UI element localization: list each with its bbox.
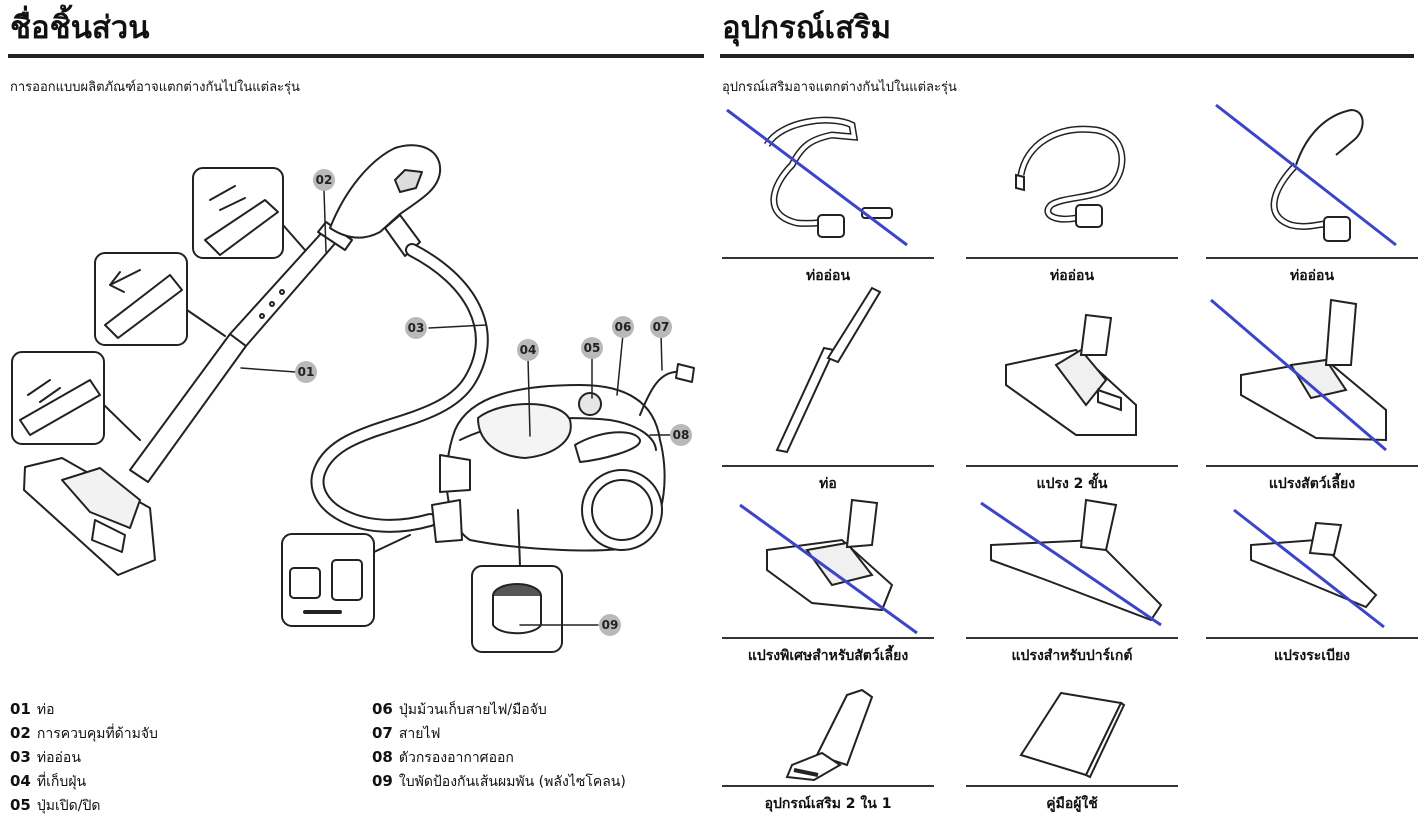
accessory-hose-with-handle-control: ท่ออ่อน: [1206, 103, 1418, 284]
hose-with-handle-control-icon: [1215, 103, 1397, 247]
accessory-label: แปรงสัตว์เลี้ยง: [1268, 476, 1356, 492]
accessory-label: คู่มือผู้ใช้: [1046, 796, 1098, 812]
accessory-hose: ท่ออ่อน: [966, 105, 1178, 284]
parts-title-rule: [8, 54, 704, 58]
telescopic-wand-drawing: [129, 221, 353, 483]
callout-05: 05: [581, 337, 603, 359]
callout-03: 03: [405, 317, 427, 339]
svg-text:01: 01: [298, 365, 315, 379]
svg-text:07: 07: [653, 320, 670, 334]
deck-brush-icon: [1233, 508, 1385, 629]
svg-text:05: 05: [584, 341, 601, 355]
accessory-parquet-brush: แปรงสำหรับปาร์เกต์: [966, 485, 1178, 664]
telescopic-pipe-icon: [775, 286, 882, 454]
accessory-label: อุปกรณ์เสริม 2 ใน 1: [764, 796, 892, 812]
accessory-label: ท่ออ่อน: [1289, 268, 1335, 284]
user-manual-icon: [1019, 691, 1126, 779]
accessory-pipe: ท่อ: [722, 286, 934, 492]
hose-with-remote-icon: [726, 108, 908, 247]
accessory-label: ท่ออ่อน: [1049, 268, 1095, 284]
accessories-note: อุปกรณ์เสริมอาจแตกต่างกันไปในแต่ละรุ่น: [722, 80, 957, 95]
svg-text:08: 08: [673, 428, 690, 442]
svg-text:09: 09: [602, 618, 619, 632]
parquet-brush-icon: [980, 498, 1163, 627]
accessories-title: อุปกรณ์เสริม: [722, 10, 892, 46]
accessory-label: ท่อ: [819, 476, 837, 492]
accessory-hose-with-remote: ท่ออ่อน: [722, 105, 934, 284]
special-pet-brush-icon: [739, 498, 918, 635]
floor-nozzle-drawing: [23, 457, 156, 576]
accessory-deck-brush: แปรงระเบียง: [1206, 485, 1418, 664]
callout-06: 06: [612, 316, 634, 338]
inset-handle-control-detail: [192, 167, 306, 259]
callout-07: 07: [650, 316, 672, 338]
accessory-special-pet-brush: แปรงพิเศษสำหรับสัตว์เลี้ยง: [722, 485, 934, 664]
parts-note: การออกแบบผลิตภัณฑ์อาจแตกต่างกันไปในแต่ละ…: [10, 80, 300, 95]
pet-brush-icon: [1210, 298, 1387, 452]
svg-text:06: 06: [615, 320, 632, 334]
vacuum-cleaner-diagram: 01 02 03 04 05 06 07 08 09: [11, 144, 695, 653]
inset-cyclone-impeller-detail: [471, 509, 563, 653]
callout-08: 08: [670, 424, 692, 446]
inset-wand-lock-detail: [94, 252, 226, 346]
svg-text:02: 02: [316, 173, 333, 187]
callout-02: 02: [313, 169, 335, 191]
callout-09: 09: [599, 614, 621, 636]
accessory-pet-brush: แปรงสัตว์เลี้ยง: [1206, 298, 1418, 492]
inset-hose-connect-detail: [281, 533, 411, 627]
accessory-two-in-one-tool: อุปกรณ์เสริม 2 ใน 1: [722, 635, 934, 812]
power-cord-drawing: [639, 370, 681, 416]
accessory-label: ท่ออ่อน: [805, 268, 851, 284]
accessory-two-step-brush: แปรง 2 ขั้น: [966, 310, 1178, 492]
callout-01: 01: [295, 361, 317, 383]
vacuum-body-drawing: [431, 384, 666, 552]
inset-nozzle-connect-detail: [11, 351, 141, 445]
hose-icon: [1015, 125, 1126, 228]
parts-title: ชื่อชิ้นส่วน: [10, 10, 150, 46]
accessory-label: แปรงระเบียง: [1273, 648, 1350, 664]
callout-04: 04: [517, 339, 539, 361]
accessory-label: แปรงสำหรับปาร์เกต์: [1011, 648, 1133, 664]
accessories-title-rule: [720, 54, 1414, 58]
accessory-user-manual: คู่มือผู้ใช้: [966, 635, 1178, 812]
two-in-one-tool-icon: [785, 688, 874, 782]
accessory-label: แปรงพิเศษสำหรับสัตว์เลี้ยง: [747, 648, 909, 664]
handle-drawing: [329, 144, 442, 257]
accessory-label: แปรง 2 ขั้น: [1036, 476, 1108, 492]
two-step-brush-icon: [1005, 313, 1137, 436]
svg-text:03: 03: [408, 321, 425, 335]
svg-text:04: 04: [520, 343, 537, 357]
